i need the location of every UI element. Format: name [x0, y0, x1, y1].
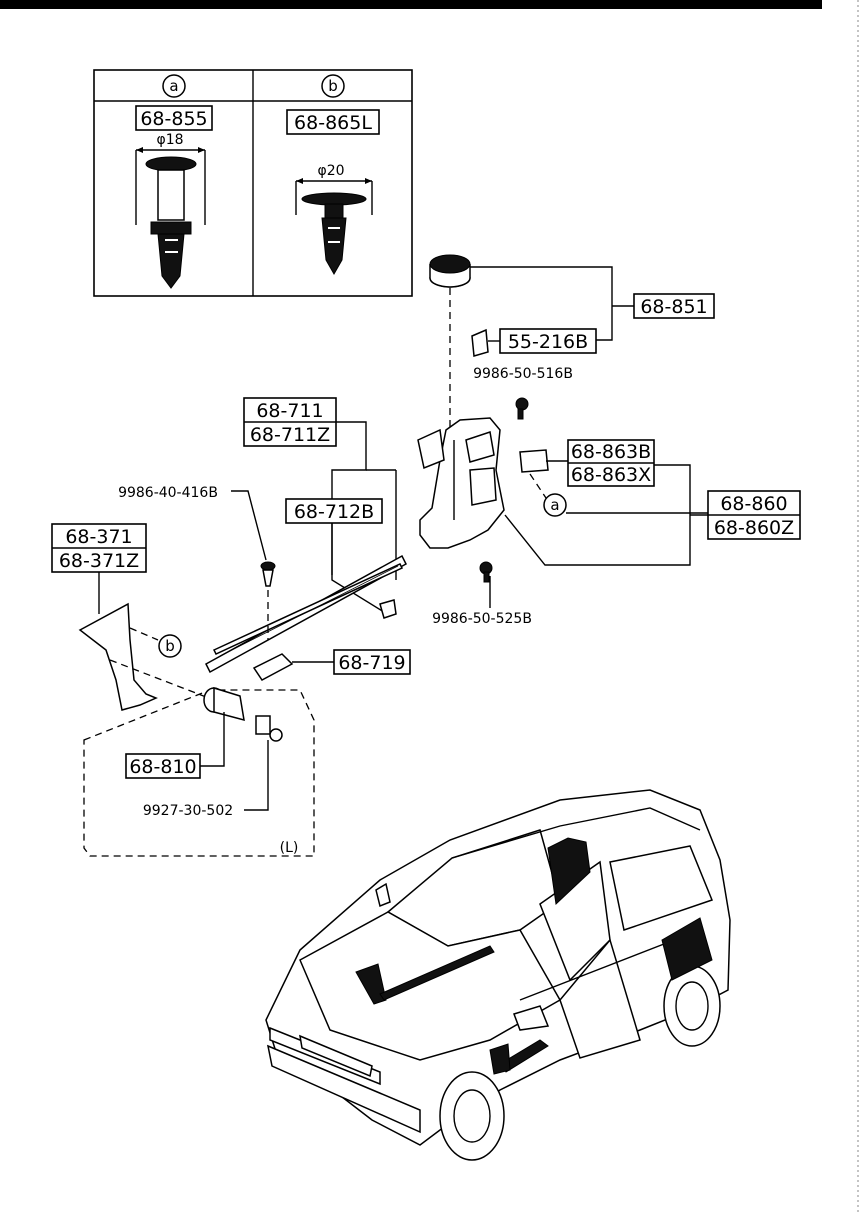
label-68-851: 68-851: [640, 296, 707, 318]
callout-a-circle-2: [543, 493, 567, 517]
clip-inset-table: a b 68-855 68-865L φ18 φ20: [93, 69, 413, 297]
label-68-863X: 68-863X: [571, 464, 651, 486]
label-9986-50-525B: 9986-50-525B: [432, 611, 532, 627]
inset-col-b-part: 68-865L: [294, 112, 372, 134]
side-trim-strip-drawing: [205, 554, 407, 674]
clip-a-drawing: φ18: [135, 132, 206, 289]
quarter-trim-panel-drawing: [417, 417, 505, 549]
inset-col-b-symbol: b: [328, 77, 338, 95]
label-lamp-side: (L): [280, 840, 299, 856]
pillar-trim-drawing: [78, 602, 158, 711]
label-68-860: 68-860: [720, 493, 787, 515]
label-9986-40-416B: 9986-40-416B: [118, 485, 218, 501]
lamp-group-outline: [83, 689, 315, 857]
clip-55-216B-drawing: [471, 328, 489, 357]
holder-68-719-drawing: [252, 653, 294, 681]
label-68-810: 68-810: [129, 756, 196, 778]
label-68-371: 68-371: [65, 526, 132, 548]
clip-68-863-drawing: [519, 449, 549, 473]
inset-col-a-symbol: a: [169, 77, 178, 95]
inset-col-a-dim: φ18: [156, 132, 183, 148]
inset-col-b-dim: φ20: [317, 163, 344, 179]
cap-drawing: [429, 254, 471, 288]
label-68-860Z: 68-860Z: [714, 517, 794, 539]
bolt-516B-drawing: [515, 397, 529, 420]
label-9986-50-516B: 9986-50-516B: [473, 366, 573, 382]
callout-a-circle: [162, 74, 186, 98]
clip-b-drawing: φ20: [295, 163, 373, 276]
label-68-371Z: 68-371Z: [59, 550, 139, 572]
callout-a-2: a: [550, 496, 559, 514]
label-68-863B: 68-863B: [571, 441, 651, 463]
lamp-68-810-drawing: [203, 686, 245, 722]
callout-b-2: b: [165, 637, 175, 655]
screw-525B-drawing: [479, 561, 493, 583]
label-68-711Z: 68-711Z: [250, 424, 330, 446]
top-border-bar: [0, 0, 822, 9]
screw-416B-drawing: [260, 561, 276, 587]
bulb-502-drawing: [255, 715, 283, 742]
label-68-711: 68-711: [256, 400, 323, 422]
car-illustration: [265, 789, 731, 1161]
label-68-712B: 68-712B: [294, 501, 374, 523]
callout-b-circle: [321, 74, 345, 98]
label-55-216B: 55-216B: [508, 331, 588, 353]
label-68-719: 68-719: [338, 652, 405, 674]
inset-col-a-part: 68-855: [140, 108, 207, 130]
label-9927-30-502: 9927-30-502: [143, 803, 233, 819]
callout-b-circle-2: [158, 634, 182, 658]
